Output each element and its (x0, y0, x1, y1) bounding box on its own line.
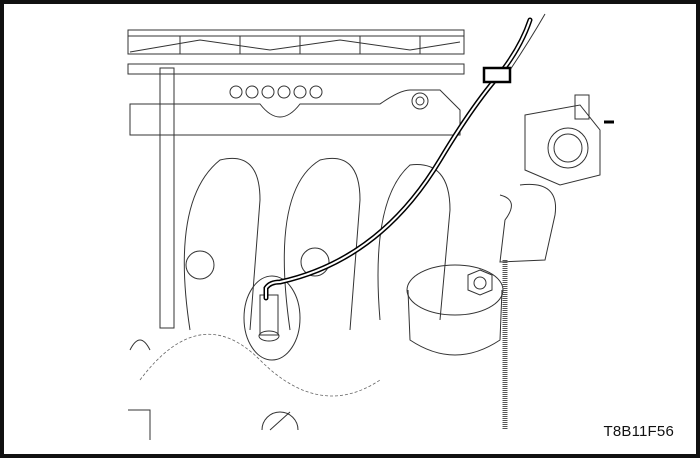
thermostat-housing (499, 94, 614, 263)
intake-rail (127, 29, 465, 75)
oxygen-sensor (243, 275, 301, 361)
oil-filter (406, 264, 504, 356)
hand-symbol (261, 411, 299, 431)
sensor-wire (263, 13, 546, 301)
figure-code: T8B11F56 (603, 423, 674, 440)
engine-illustration (127, 13, 614, 440)
wire-clip (482, 66, 512, 84)
support-post (159, 67, 175, 329)
manifold-flange (129, 89, 461, 136)
fuel-injectors (229, 85, 429, 110)
exhaust-runners (139, 158, 451, 397)
